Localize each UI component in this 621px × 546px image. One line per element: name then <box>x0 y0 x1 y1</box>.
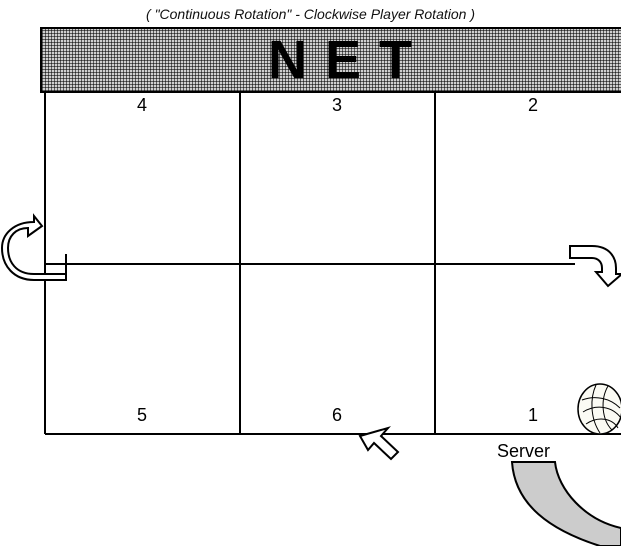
rotate-arrow-left-icon <box>2 216 66 280</box>
volleyball-icon <box>578 384 621 434</box>
server-path <box>512 462 621 546</box>
position-6-label: 6 <box>317 405 357 426</box>
position-2-label: 2 <box>513 95 553 116</box>
court-lines <box>45 93 621 434</box>
position-1-label: 1 <box>513 405 553 426</box>
rotate-arrow-right-icon <box>570 246 621 286</box>
position-4-label: 4 <box>122 95 162 116</box>
position-5-label: 5 <box>122 405 162 426</box>
position-3-label: 3 <box>317 95 357 116</box>
server-label: Server <box>497 441 550 462</box>
up-arrow-icon <box>360 428 398 459</box>
